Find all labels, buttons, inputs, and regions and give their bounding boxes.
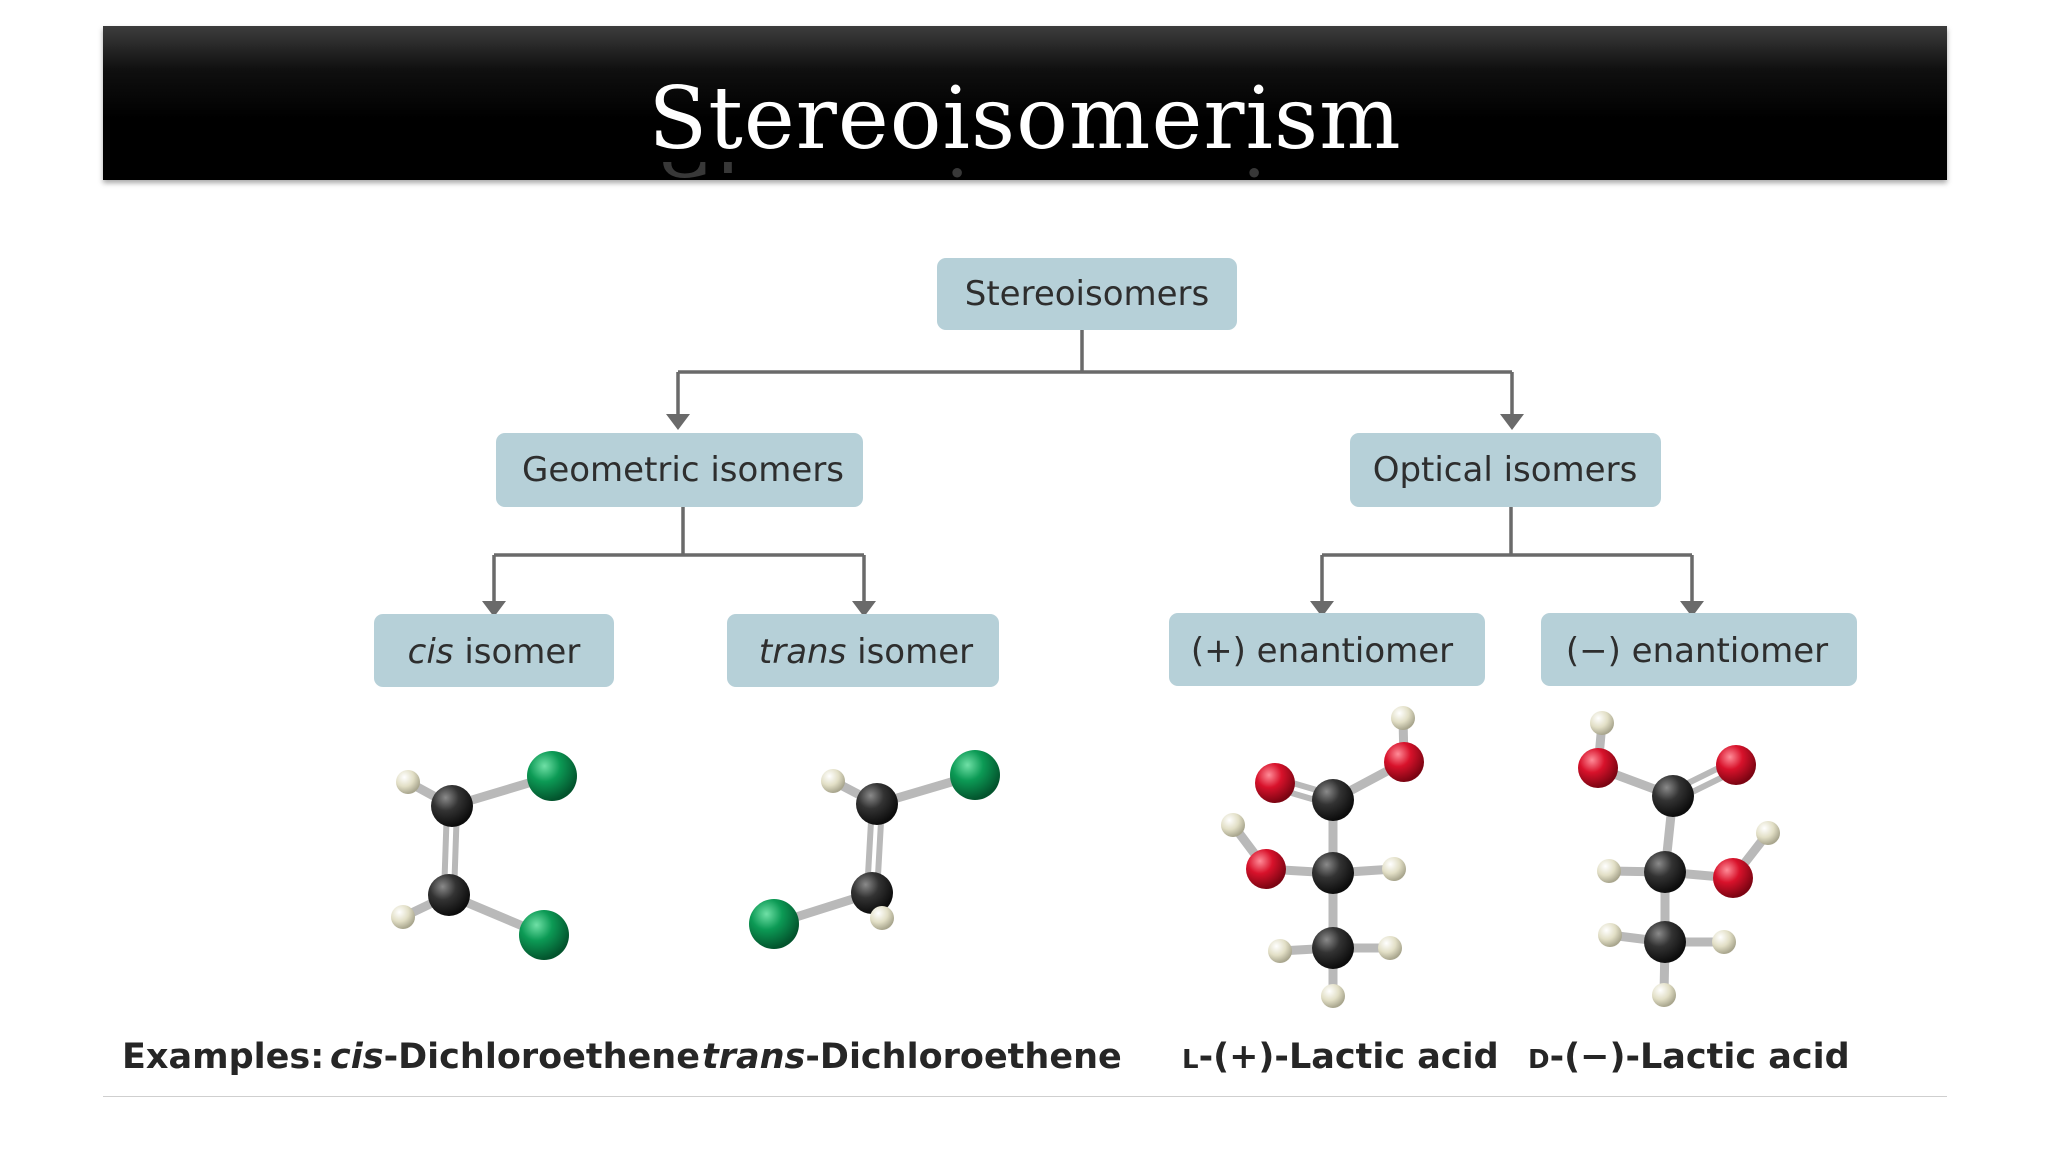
node-stereoisomers-label: Stereoisomers — [965, 274, 1209, 314]
arrowhead-icon — [1500, 414, 1524, 430]
connectors — [492, 330, 1694, 603]
carbon-atom — [1312, 927, 1354, 969]
carbon-atom — [1644, 851, 1686, 893]
example-trans-dichloroethene: trans-Dichloroethene — [702, 1037, 1122, 1077]
node-cis-isomer-label: cis isomer — [408, 632, 581, 672]
arrowhead-icon — [666, 414, 690, 430]
hydrogen-atom — [1597, 859, 1621, 883]
chlorine-atom — [749, 899, 799, 949]
l-lactic-acid-model — [1221, 706, 1424, 1008]
node-geometric-isomers-label: Geometric isomers — [522, 450, 844, 490]
oxygen-atom — [1716, 745, 1756, 785]
carbon-atom — [428, 874, 470, 916]
hydrogen-atom — [1391, 706, 1415, 730]
oxygen-atom — [1255, 763, 1295, 803]
node-plus-enantiomer-label: (+) enantiomer — [1191, 631, 1453, 671]
oxygen-atom — [1384, 742, 1424, 782]
carbon-atom — [431, 785, 473, 827]
carbon-atom — [851, 872, 893, 914]
node-trans-isomer-label: trans isomer — [759, 632, 973, 672]
slide-title: Stereoisomerism — [648, 69, 1402, 169]
chlorine-atom — [519, 910, 569, 960]
example-l-lactic-acid: L-(+)-Lactic acid — [1182, 1037, 1499, 1077]
examples-label: Examples: — [122, 1037, 324, 1077]
node-trans-isomer: trans isomer — [727, 614, 999, 687]
hydrogen-atom — [821, 769, 845, 793]
carbon-atom — [1644, 921, 1686, 963]
slide-title-banner: Stereoisomerism Stereoisomerism — [103, 26, 1947, 186]
hydrogen-atom — [1590, 711, 1614, 735]
example-cis-dichloroethene: cis-Dichloroethene — [330, 1037, 700, 1077]
arrowhead-icon — [482, 601, 506, 617]
oxygen-atom — [1578, 748, 1618, 788]
chlorine-atom — [950, 750, 1000, 800]
node-cis-isomer: cis isomer — [374, 614, 614, 687]
optical-connector — [1320, 507, 1694, 603]
hydrogen-atom — [1268, 939, 1292, 963]
chlorine-atom — [527, 751, 577, 801]
trans-dichloroethene-model — [749, 750, 1000, 949]
hydrogen-atom — [1756, 821, 1780, 845]
bottom-divider — [103, 1096, 1947, 1097]
oxygen-atom — [1713, 858, 1753, 898]
arrowheads — [482, 414, 1704, 617]
geometric-connector — [492, 507, 866, 603]
carbon-atom — [856, 783, 898, 825]
hydrogen-atom — [1321, 984, 1345, 1008]
hydrogen-atom — [1221, 813, 1245, 837]
example-d-lactic-acid: D-(−)-Lactic acid — [1528, 1037, 1850, 1077]
arrowhead-icon — [1680, 601, 1704, 617]
arrowhead-icon — [1310, 601, 1334, 617]
node-stereoisomers: Stereoisomers — [937, 258, 1237, 330]
arrowhead-icon — [852, 601, 876, 617]
hydrogen-atom — [1652, 983, 1676, 1007]
hydrogen-atom — [396, 770, 420, 794]
carbon-atom — [1652, 775, 1694, 817]
node-optical-isomers-label: Optical isomers — [1373, 450, 1638, 490]
node-optical-isomers: Optical isomers — [1350, 433, 1661, 507]
cis-dichloroethene-model — [391, 751, 577, 960]
node-plus-enantiomer: (+) enantiomer — [1169, 613, 1485, 686]
carbon-atom — [1312, 852, 1354, 894]
hydrogen-atom — [870, 906, 894, 930]
hydrogen-atom — [1382, 857, 1406, 881]
root-connector — [676, 330, 1514, 416]
hydrogen-atom — [1378, 936, 1402, 960]
d-lactic-acid-model — [1578, 711, 1780, 1007]
hydrogen-atom — [1712, 930, 1736, 954]
carbon-atom — [1312, 779, 1354, 821]
oxygen-atom — [1246, 849, 1286, 889]
node-minus-enantiomer: (−) enantiomer — [1541, 613, 1857, 686]
node-minus-enantiomer-label: (−) enantiomer — [1566, 631, 1828, 671]
node-geometric-isomers: Geometric isomers — [496, 433, 863, 507]
hydrogen-atom — [391, 905, 415, 929]
hydrogen-atom — [1598, 923, 1622, 947]
